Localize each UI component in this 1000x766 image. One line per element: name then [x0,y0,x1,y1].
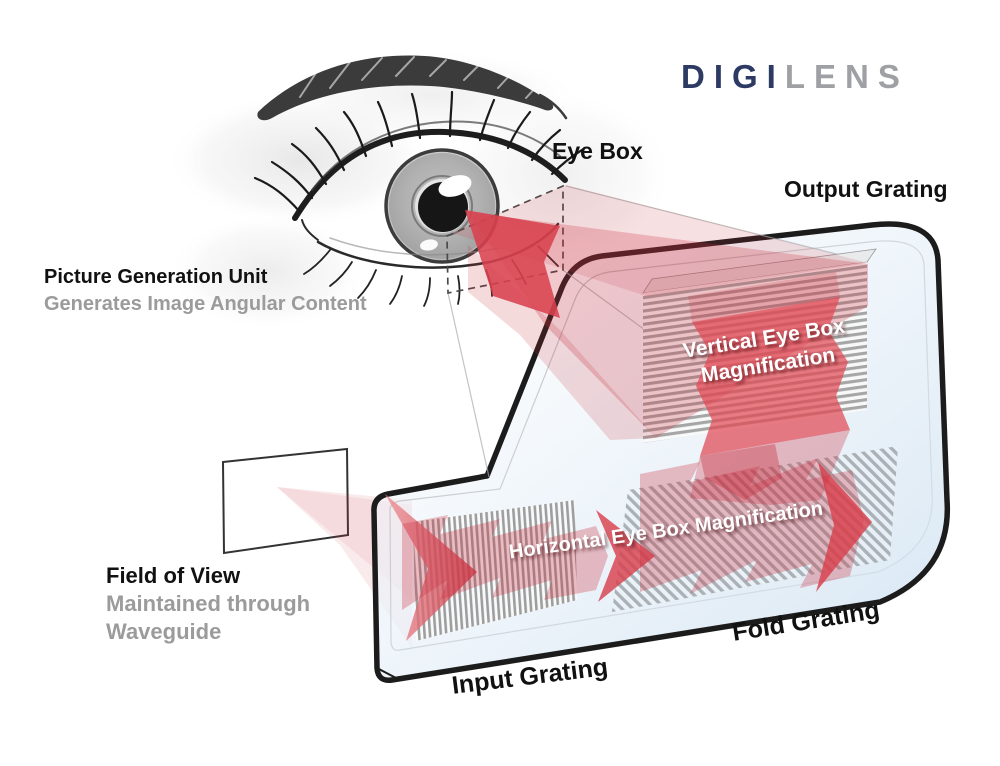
eye-beam [468,212,868,438]
horizontal-band-2 [640,458,864,594]
input-grating [413,500,577,641]
eye-box-label: Eye Box [552,138,643,164]
pupil-highlight [438,175,472,197]
eye-beam-arrowhead [465,210,560,318]
eye-illustration [253,55,584,307]
fov-line3: Waveguide [106,618,222,644]
upper-lashes [253,90,584,214]
logo-part-lens: LENS [784,58,909,95]
pgu-title: Picture Generation Unit [44,266,268,288]
pgu-subtitle: Generates Image Angular Content [44,293,367,315]
eye-box-frame [446,184,564,295]
eyebrow [257,55,554,121]
fov-line2: Maintained through [106,591,311,616]
vertical-band [692,297,850,456]
field-of-view-frame [221,447,350,555]
light-path [385,185,872,641]
horizontal-band-1 [402,515,608,610]
mid-arrowhead [596,510,655,602]
fold-arrowhead [816,462,872,592]
down-arrowhead [700,444,782,500]
logo-part-digi: DIGI [681,58,785,95]
eye-beam-top-face [452,185,868,296]
upper-eyelid [292,128,568,221]
input-arrow [385,494,477,641]
projection-lines [447,185,869,478]
eyelid-crease [311,120,561,191]
output-grating-label: Output Grating [784,176,948,202]
fov-title: Field of View [106,563,241,588]
eyebrow-hatching [299,56,538,99]
fov-label-block: Field of View Maintained through Wavegui… [106,561,310,645]
slab-thickness-edge [376,645,399,680]
iris-group [384,148,500,264]
pgu-label-block: Picture Generation Unit Generates Image … [44,263,367,317]
iris-spokes [389,153,495,259]
digilens-logo: DIGILENS [681,58,909,96]
